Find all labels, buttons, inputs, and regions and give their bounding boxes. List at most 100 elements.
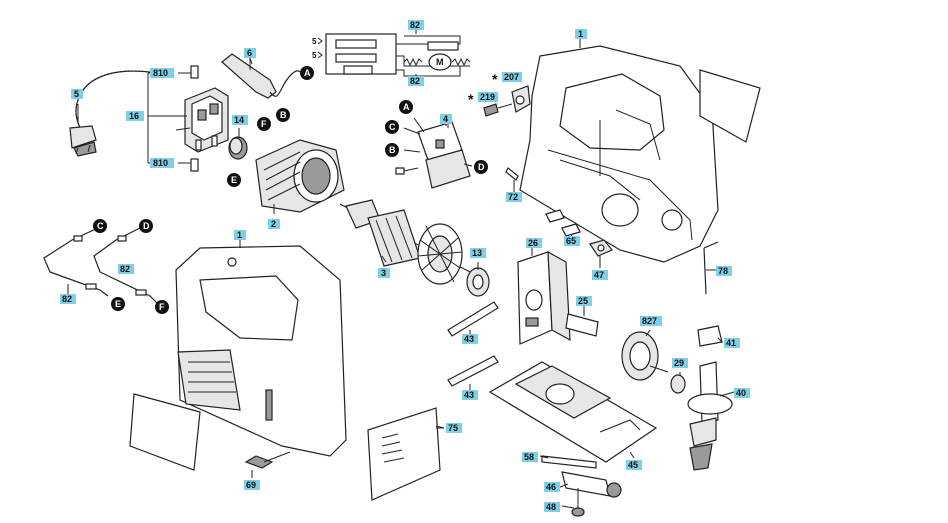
svg-text:D: D [478, 162, 485, 172]
marker-B-cord: B [276, 108, 290, 122]
screw-219 [483, 103, 513, 117]
label-82-c-cable: 82 [60, 294, 76, 304]
lever-40 [687, 361, 733, 471]
svg-text:16: 16 [129, 111, 139, 121]
lever-46 [561, 471, 622, 498]
label-13: 13 [470, 248, 486, 258]
svg-text:207: 207 [504, 72, 519, 82]
label-78: 78 [716, 266, 732, 276]
cover-75 [367, 407, 445, 501]
gear-827 [621, 331, 669, 381]
svg-text:78: 78 [718, 266, 728, 276]
svg-text:1: 1 [237, 230, 242, 240]
svg-text:29: 29 [674, 358, 684, 368]
cord-clamp-top [178, 65, 199, 79]
label-69: 69 [244, 480, 260, 490]
svg-text:14: 14 [234, 115, 244, 125]
svg-text:4: 4 [443, 114, 448, 124]
clamp-58 [541, 455, 597, 469]
pin-72 [505, 167, 519, 192]
label-25: 25 [576, 296, 592, 306]
marker-E-stator: E [227, 173, 241, 187]
marker-A-cord: A [300, 66, 314, 80]
svg-text:2: 2 [271, 219, 276, 229]
power-cord [69, 70, 169, 157]
svg-text:C: C [389, 122, 396, 132]
label-43-top: 43 [462, 334, 478, 344]
svg-text:827: 827 [642, 316, 657, 326]
switch-block [175, 87, 229, 153]
label-41: 41 [724, 338, 740, 348]
svg-text:69: 69 [246, 480, 256, 490]
leader-lines [67, 30, 735, 509]
label-45: 45 [626, 460, 642, 470]
screw-69 [244, 451, 291, 469]
svg-text:B: B [389, 145, 396, 155]
svg-text:82: 82 [410, 20, 420, 30]
svg-text:B: B [280, 110, 287, 120]
svg-text:6: 6 [247, 48, 252, 58]
label-810-top: 810 [150, 68, 174, 78]
svg-text:40: 40 [736, 388, 746, 398]
pad-65 [545, 209, 581, 237]
svg-text:72: 72 [508, 192, 518, 202]
svg-text:C: C [97, 221, 104, 231]
svg-text:46: 46 [546, 482, 556, 492]
label-43-bottom: 43 [462, 390, 478, 400]
bearing [466, 267, 490, 297]
switch-module [395, 117, 473, 189]
svg-text:82: 82 [410, 76, 420, 86]
pin-43-top [447, 301, 499, 337]
label-58: 58 [522, 452, 538, 462]
washer-47 [589, 239, 613, 257]
marker-C-cable: C [93, 219, 107, 233]
label-29: 29 [672, 358, 688, 368]
part16-bracket [147, 72, 187, 164]
base-plate [488, 361, 658, 463]
label-6: 6 [244, 48, 256, 58]
svg-text:F: F [159, 302, 165, 312]
label-5: 5 [71, 89, 83, 99]
label-82-top: 82 [408, 20, 424, 30]
svg-text:43: 43 [464, 390, 474, 400]
label-26: 26 [526, 238, 542, 248]
label-72: 72 [506, 192, 522, 202]
shaft-25 [565, 313, 599, 337]
cable-c-e [43, 227, 109, 297]
lock-41 [697, 325, 723, 347]
svg-text:82: 82 [62, 294, 72, 304]
svg-text:F: F [261, 119, 267, 129]
label-40: 40 [734, 388, 750, 398]
label-47: 47 [592, 270, 608, 280]
label-82-d-cable: 82 [118, 264, 134, 274]
label-46: 46 [544, 482, 560, 492]
svg-text:25: 25 [578, 296, 588, 306]
schematic-five-bottom: 5 [312, 51, 317, 60]
svg-text:43: 43 [464, 334, 474, 344]
label-16: 16 [126, 111, 144, 121]
marker-D-switch: D [474, 160, 488, 174]
label-3: 3 [378, 268, 390, 278]
svg-text:75: 75 [448, 423, 458, 433]
marker-E-cable: E [111, 297, 125, 311]
marker-C-switch: C [385, 120, 399, 134]
svg-text:D: D [143, 221, 150, 231]
svg-text:58: 58 [524, 452, 534, 462]
svg-text:A: A [403, 102, 410, 112]
schematic-five-top: 5 [312, 37, 317, 46]
label-14: 14 [232, 115, 248, 125]
armature [339, 199, 471, 285]
svg-text:3: 3 [381, 268, 386, 278]
label-75: 75 [446, 423, 462, 433]
housing-half-right [519, 45, 761, 263]
svg-text:5: 5 [74, 89, 79, 99]
marker-D-cable: D [139, 219, 153, 233]
wiring-schematic: M 5 5 [312, 32, 471, 77]
svg-text:E: E [231, 175, 237, 185]
svg-text:810: 810 [153, 68, 168, 78]
carbon-brush [228, 136, 248, 160]
label-48: 48 [544, 502, 560, 512]
svg-text:A: A [304, 68, 311, 78]
marker-F-stator: F [257, 117, 271, 131]
star-219: * [468, 91, 474, 107]
